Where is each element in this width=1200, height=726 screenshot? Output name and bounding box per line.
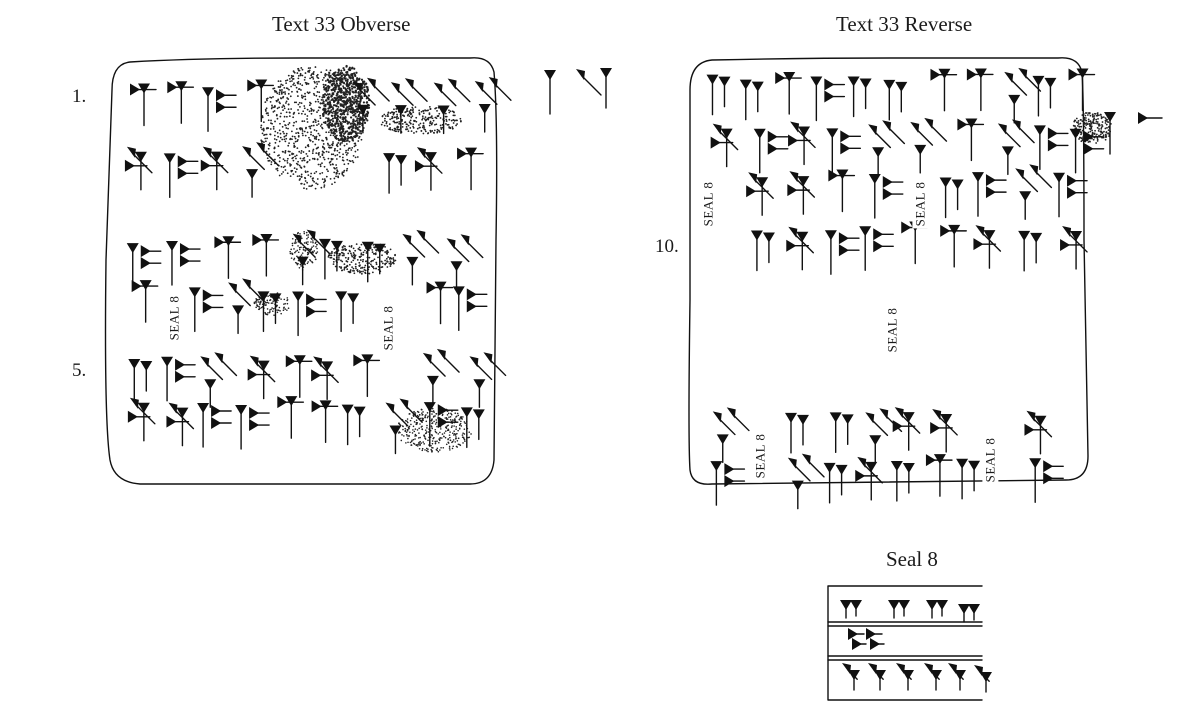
reverse-tablet-outline xyxy=(688,57,1089,485)
reverse-damage xyxy=(1071,112,1112,144)
line-number-10: 10. xyxy=(655,236,679,257)
seal-label-obverse-left: SEAL 8 xyxy=(166,293,183,343)
obverse-damage xyxy=(253,64,472,453)
line-number-1: 1. xyxy=(72,86,87,107)
seal-label-reverse-top-left: SEAL 8 xyxy=(700,179,717,229)
obverse-title: Text 33 Obverse xyxy=(272,12,411,36)
reverse-signs xyxy=(706,67,1163,510)
seal-title: Seal 8 xyxy=(886,547,938,571)
seal-label-reverse-top-right: SEAL 8 xyxy=(912,179,929,229)
seal-label-obverse-right: SEAL 8 xyxy=(380,303,397,353)
reverse-title: Text 33 Reverse xyxy=(836,12,973,36)
obverse-tablet-outline xyxy=(104,57,498,485)
seal-label-reverse-bottom-left: SEAL 8 xyxy=(752,431,769,481)
line-number-5: 5. xyxy=(72,360,87,381)
seal-label-reverse-bottom-right: SEAL 8 xyxy=(982,435,999,485)
seal-impression xyxy=(827,585,992,701)
seal-label-reverse-center: SEAL 8 xyxy=(884,305,901,355)
obverse-signs xyxy=(124,68,612,455)
